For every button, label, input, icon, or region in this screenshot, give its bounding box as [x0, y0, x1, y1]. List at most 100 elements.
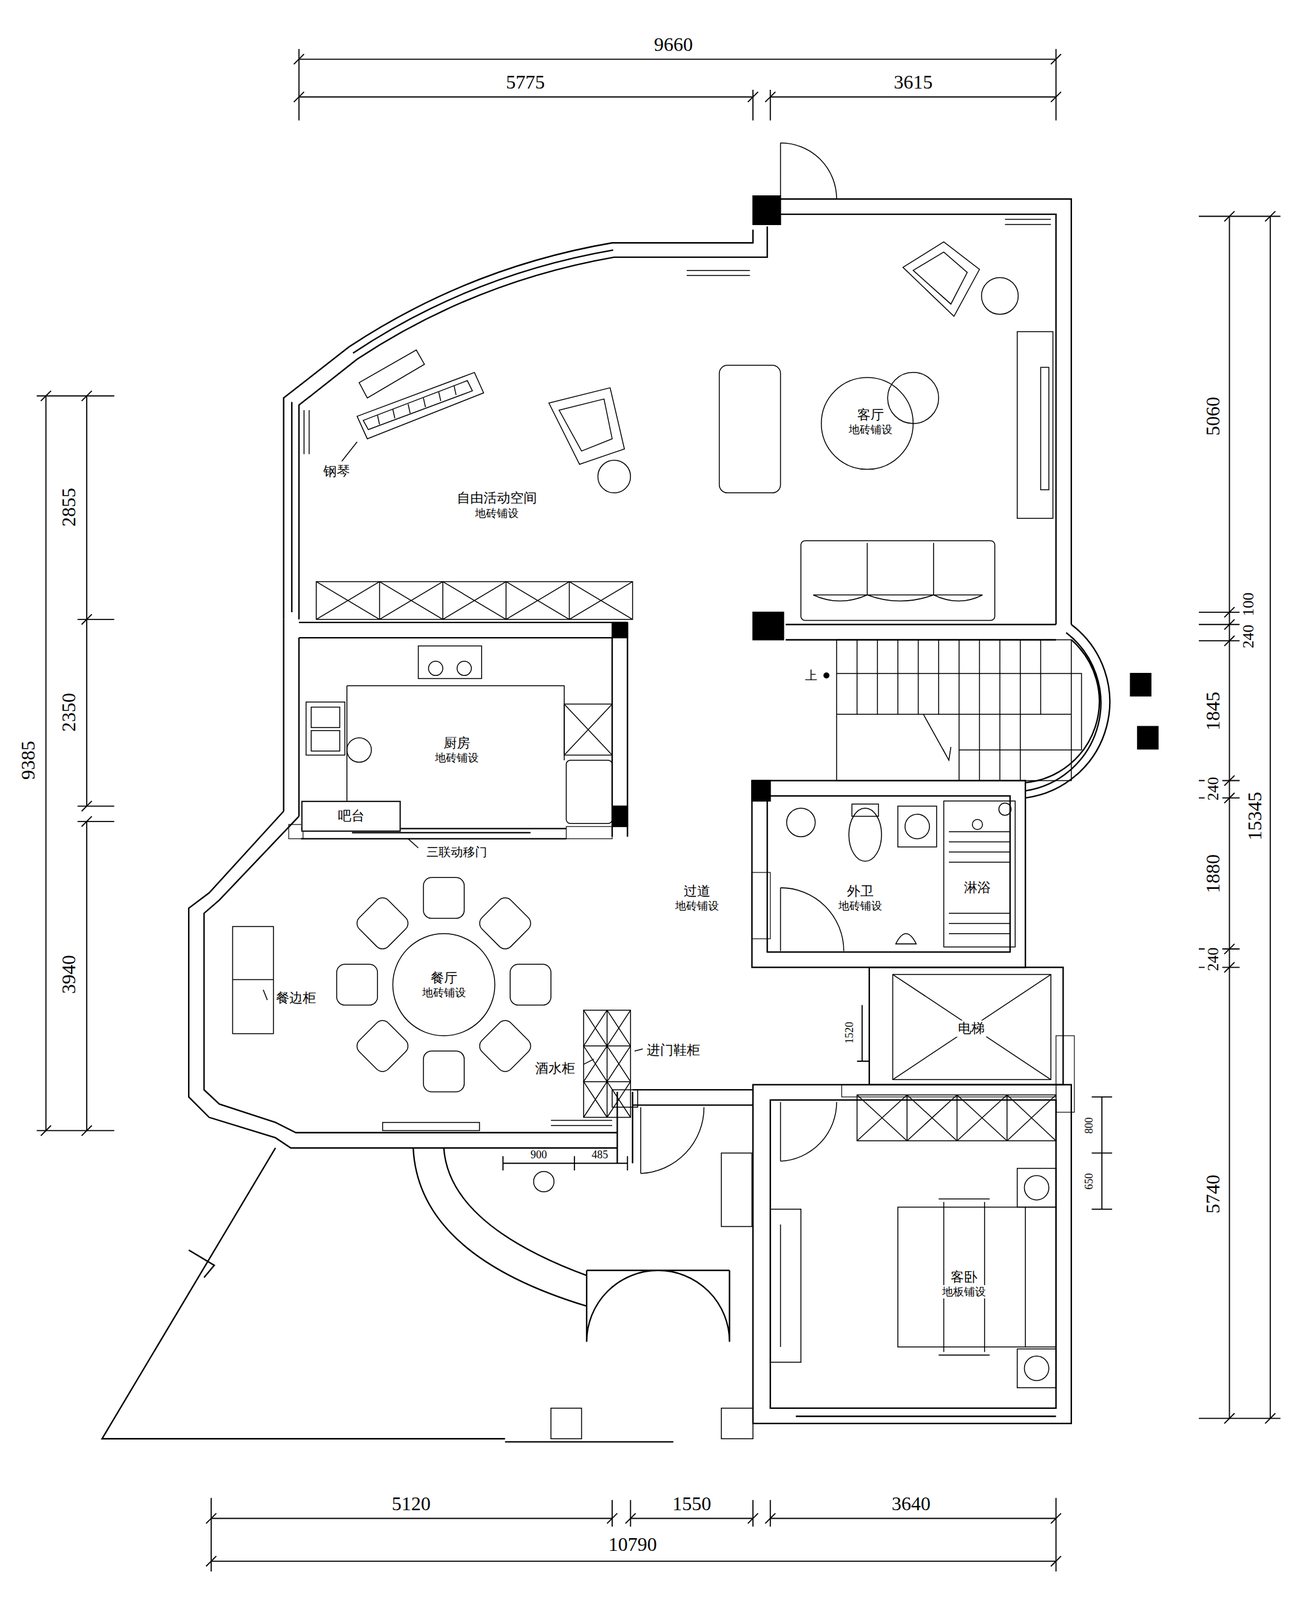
- room-label: 餐厅地砖铺设: [420, 970, 468, 1000]
- wall: [785, 624, 1110, 798]
- furniture: [476, 894, 534, 952]
- furniture: [347, 737, 372, 762]
- furniture: [893, 974, 1052, 1080]
- dimension-line: [206, 1513, 1062, 1566]
- furniture: [812, 542, 983, 602]
- room-label: 自由活动空间地砖铺设: [455, 490, 539, 520]
- room-label: 过道地砖铺设: [673, 883, 721, 913]
- dimension-text: 15345: [1244, 790, 1266, 842]
- wall: [752, 1084, 1072, 1424]
- furniture: [353, 894, 412, 952]
- dimension-text: 240: [1204, 775, 1222, 802]
- dimension-line: [37, 49, 1281, 1572]
- furniture: [550, 219, 1051, 1126]
- dimension-text: 9385: [17, 739, 39, 781]
- floor-finish: 地砖铺设: [846, 422, 895, 437]
- furniture-label: 三联动移门: [425, 845, 489, 859]
- furniture-label: 钢琴: [322, 464, 352, 479]
- furniture: [893, 974, 1052, 1080]
- structural-column: [752, 195, 781, 225]
- furniture: [311, 706, 340, 728]
- furniture: [363, 380, 473, 430]
- door-swing: [780, 887, 844, 951]
- furniture: [786, 808, 816, 837]
- structural-column: [1130, 673, 1151, 696]
- furniture: [612, 1089, 638, 1108]
- wall: [299, 226, 768, 619]
- furniture: [721, 1152, 752, 1227]
- elevator-label: 电梯: [956, 1020, 987, 1037]
- dimension-text: 2350: [58, 691, 81, 733]
- furniture: [821, 377, 914, 469]
- room-name: 淋浴: [962, 879, 993, 896]
- furniture: [566, 760, 613, 824]
- structural-column: [752, 612, 784, 640]
- furniture: [896, 933, 917, 944]
- furniture: [533, 1171, 555, 1193]
- stair-up-label: 上: [803, 668, 819, 682]
- shower-label: 淋浴: [962, 879, 993, 896]
- furniture: [564, 703, 613, 755]
- furniture: [972, 819, 983, 830]
- furniture: [719, 365, 781, 493]
- furniture: [311, 730, 340, 752]
- dimension-text: 1520: [843, 1020, 857, 1045]
- furniture: [476, 1016, 534, 1075]
- floor-finish: 地砖铺设: [433, 751, 481, 765]
- wall: [101, 198, 1110, 1442]
- room-name: 厨房: [441, 735, 472, 752]
- room-name: 客卧: [948, 1269, 980, 1285]
- furniture: [1017, 1348, 1057, 1388]
- furniture: [377, 385, 456, 425]
- wall: [283, 229, 754, 619]
- dimension-text: 1845: [1202, 690, 1224, 732]
- furniture: [336, 964, 378, 1005]
- dimension-text: 10790: [607, 1534, 659, 1556]
- furniture: [981, 277, 1019, 315]
- furniture: [341, 441, 357, 462]
- brick-hatch: [288, 824, 1075, 1113]
- furniture-label: 餐边柜: [274, 990, 318, 1006]
- dimension-text: 3615: [892, 72, 934, 94]
- furniture: [857, 1095, 1057, 1142]
- furniture: [347, 685, 565, 806]
- room-name: 过道: [681, 883, 713, 900]
- room-name: 餐厅: [428, 970, 460, 986]
- wall: [413, 1147, 587, 1307]
- wall: [188, 811, 617, 1148]
- dimension-text: 5775: [504, 72, 547, 94]
- furniture: [353, 1016, 412, 1075]
- furniture: [998, 803, 1011, 816]
- furniture: [316, 581, 633, 620]
- furniture: [418, 646, 482, 679]
- dimension-line: [40, 390, 92, 1136]
- wall: [780, 198, 1072, 625]
- floor-finish: 地砖铺设: [420, 985, 468, 1000]
- furniture: [359, 350, 425, 398]
- bar-counter: 吧台: [300, 800, 402, 832]
- dimension-text: 1550: [670, 1493, 713, 1515]
- wall: [283, 619, 628, 837]
- dimension-text: 3940: [58, 953, 81, 995]
- furniture: [232, 926, 274, 1034]
- dimension-text: 5120: [390, 1493, 432, 1515]
- wall: [869, 967, 1064, 1085]
- floor-finish: 地砖铺设: [673, 899, 721, 913]
- furniture: [423, 1050, 465, 1092]
- brick-hatch: [751, 872, 770, 939]
- furniture: [943, 800, 1016, 947]
- furniture: [836, 639, 1072, 781]
- dimension-text: 100: [1240, 590, 1258, 617]
- wall: [751, 780, 1026, 968]
- dimension-line: [1198, 216, 1281, 1419]
- furniture: [887, 372, 939, 424]
- wall: [767, 795, 1011, 952]
- dimension-text: 5740: [1202, 1173, 1224, 1215]
- furniture: [770, 1209, 801, 1362]
- dimension-text: 800: [1083, 1115, 1096, 1135]
- furniture: [823, 672, 829, 678]
- room-name: 外卫: [845, 883, 876, 900]
- wall: [101, 1147, 674, 1442]
- furniture: [263, 989, 268, 1000]
